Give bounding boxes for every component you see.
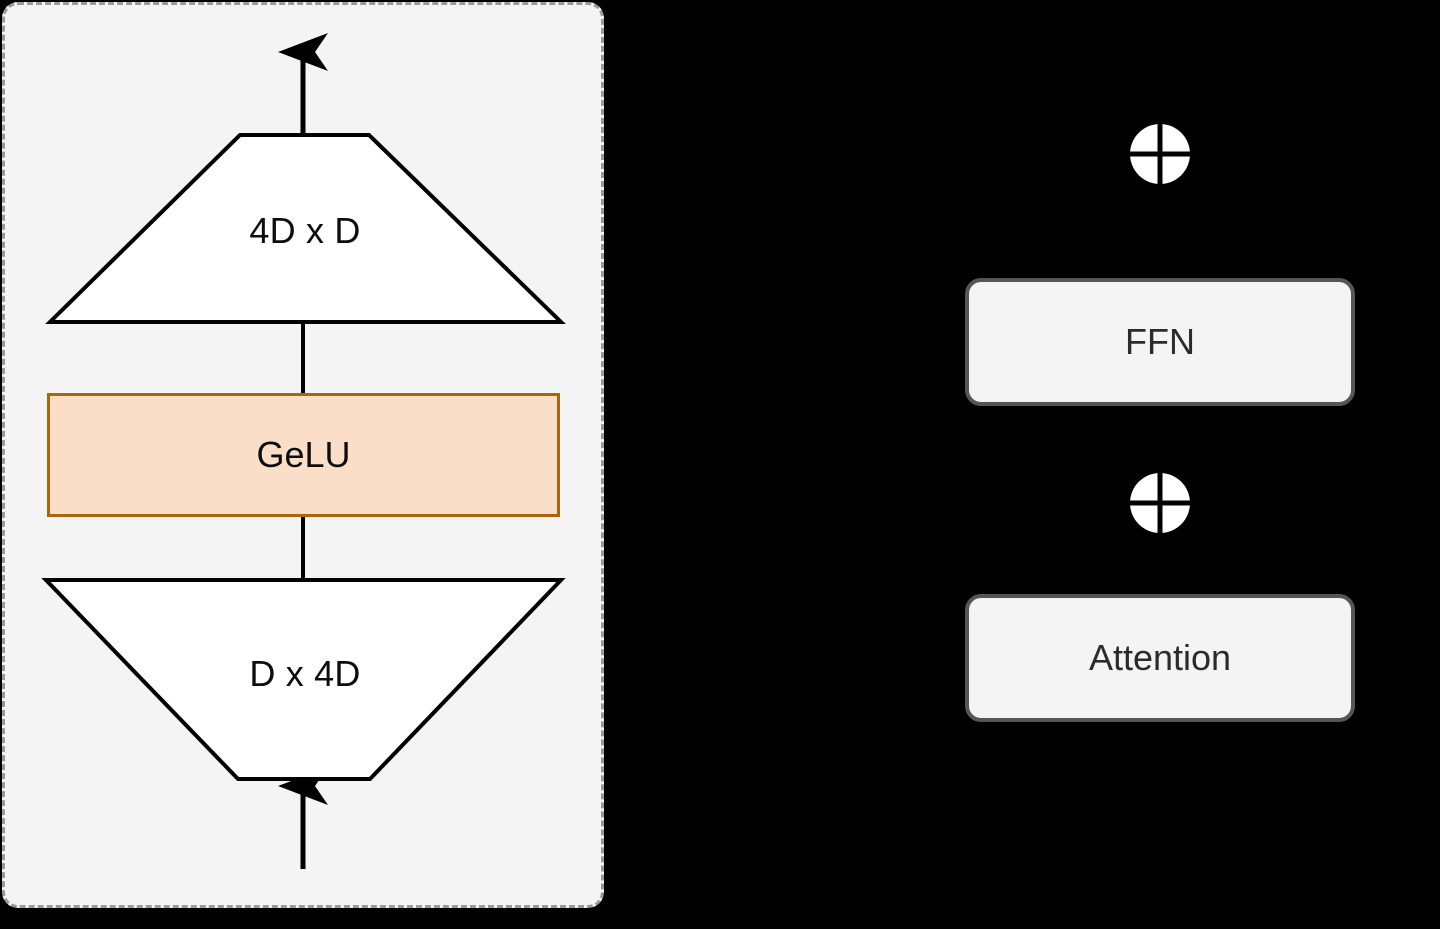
ffn-block[interactable]: FFN (965, 278, 1355, 406)
ffn-block-label: FFN (1125, 321, 1195, 362)
attention-block-label: Attention (1088, 637, 1232, 678)
plus-circle-icon-upper (1126, 120, 1194, 188)
plus-circle-icon-lower (1126, 469, 1194, 537)
gelu-label: GeLU (256, 434, 351, 475)
gelu-activation-box[interactable]: GeLU (47, 393, 560, 517)
attention-block[interactable]: Attention (965, 594, 1355, 722)
down-projection-label: D x 4D (249, 653, 361, 694)
up-projection-label: 4D x D (249, 210, 361, 251)
